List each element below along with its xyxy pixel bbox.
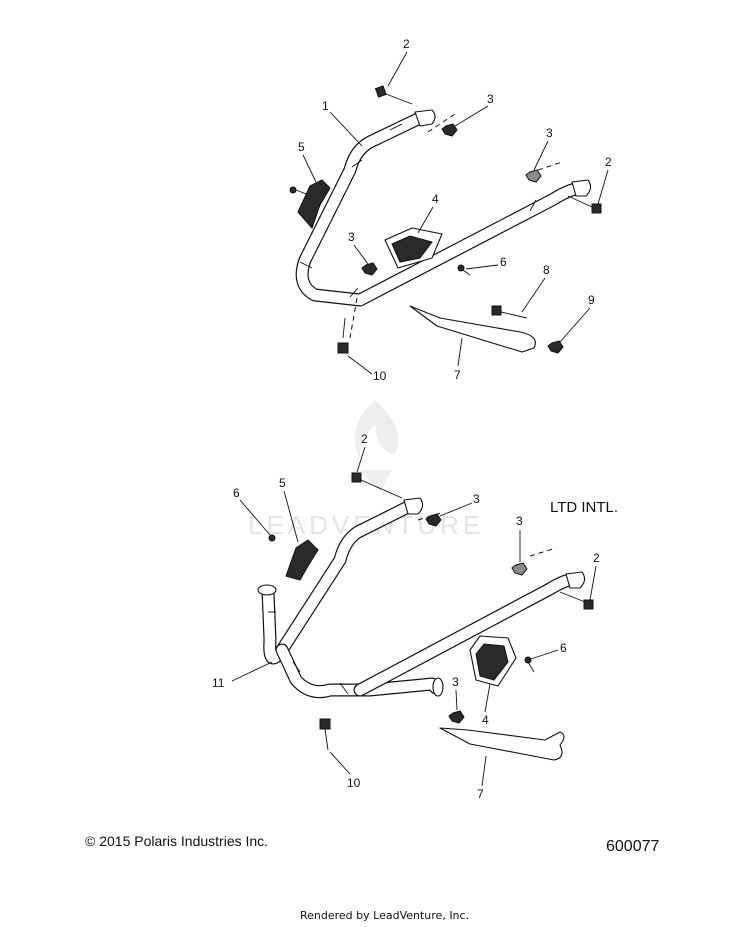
lower-nut-3-left (425, 513, 442, 527)
lower-screw-6-right (524, 656, 535, 673)
lower-callout-5: 5 (279, 476, 286, 490)
copyright-text: © 2015 Polaris Industries Inc. (85, 833, 269, 849)
upper-callout-2-top: 2 (403, 37, 410, 51)
lower-right-mount-tab (565, 571, 586, 589)
lower-light-bracket-5 (285, 539, 319, 581)
upper-right-mount-tab (571, 179, 592, 197)
lower-brace-7 (439, 727, 565, 761)
lower-bolt-2-left (351, 472, 403, 499)
lower-bumper-tube (257, 497, 586, 699)
upper-callout-3-center: 3 (348, 230, 355, 244)
lower-callout-10: 10 (347, 776, 361, 790)
upper-light-bracket-5 (297, 179, 331, 229)
variant-label: LTD INTL. (550, 499, 619, 516)
diagram-part-number: 600077 (606, 838, 660, 855)
lower-callout-11: 11 (212, 676, 225, 690)
upper-bumper-tube (295, 109, 592, 307)
upper-callout-3-top: 3 (487, 92, 494, 106)
upper-callout-4: 4 (432, 192, 439, 206)
upper-nut-9 (547, 340, 564, 354)
upper-callout-6: 6 (500, 255, 507, 269)
rendered-by-text: Rendered by LeadVenture, Inc. (300, 909, 470, 922)
upper-brace-7 (409, 305, 536, 353)
upper-nut-3-right (525, 169, 542, 183)
lower-callout-4: 4 (482, 713, 489, 727)
upper-callout-3-right: 3 (546, 126, 553, 140)
lower-left-mount-tab (403, 497, 424, 515)
lower-bolt-2-right (559, 591, 594, 610)
upper-nut-3-left (441, 123, 458, 137)
upper-nut-3-center (361, 262, 378, 276)
upper-callout-9: 9 (588, 293, 595, 307)
watermark-logo (354, 400, 399, 492)
upper-bolt-10 (337, 317, 349, 354)
lower-bolt-10 (319, 718, 331, 751)
upper-callout-10: 10 (373, 369, 387, 383)
lower-callout-6-left: 6 (233, 486, 240, 500)
lower-screw-6-left (268, 534, 276, 542)
upper-left-mount-tab (414, 109, 436, 127)
lower-nut-3-center (448, 710, 465, 724)
upper-callout-2-right: 2 (605, 155, 612, 169)
upper-screw-5 (289, 186, 307, 195)
upper-callout-7: 7 (454, 368, 461, 382)
upper-screw-6 (457, 264, 471, 276)
lower-callout-2-right: 2 (593, 551, 600, 565)
lower-callout-3-center: 3 (452, 675, 459, 689)
upper-callout-1: 1 (322, 99, 329, 113)
upper-callout-5: 5 (298, 140, 305, 154)
lower-nut-3-right (511, 562, 528, 576)
upper-light-housing-4 (384, 227, 443, 269)
lower-callout-3-top: 3 (473, 492, 480, 506)
upper-bolt-8 (491, 305, 528, 319)
lower-light-housing-4 (469, 635, 517, 687)
lower-callout-7: 7 (477, 787, 484, 801)
upper-bolt-2-right (567, 195, 602, 214)
lower-callout-3-right: 3 (516, 514, 523, 528)
lower-callout-2-top: 2 (361, 432, 368, 446)
lower-callout-6-right: 6 (560, 641, 567, 655)
upper-callout-8: 8 (543, 263, 550, 277)
upper-bolt-2-left (374, 85, 413, 105)
